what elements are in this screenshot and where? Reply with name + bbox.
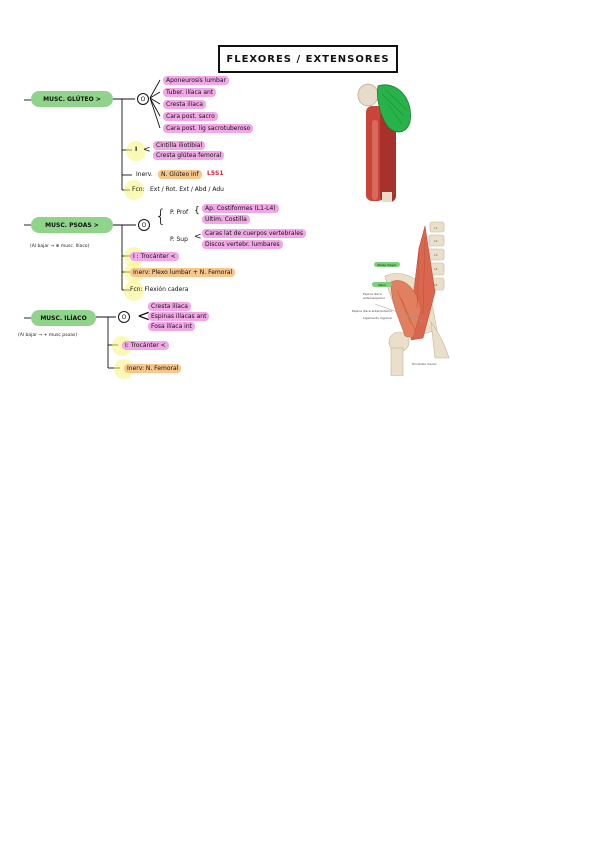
iliaco-innerv: Inerv: N. Femoral [124,364,182,373]
brace-icon: < [143,145,151,155]
highlight-badge [126,141,146,161]
psoas-note: (Al bajar → ⊕ musc. Ilíaco) [30,244,90,249]
gluteo-origin-4: Cara post. sacro [163,112,218,121]
brace-icon: { [194,206,200,216]
brace-icon: { [155,206,167,227]
gluteo-origin-1: Aponeurosis lumbar [163,76,229,85]
psoas-deep-item-1: Ap. Costiformes (L1-L4) [202,204,279,213]
gluteo-origin-2: Tuber. ilíaca ant [163,88,217,97]
svg-text:L2: L2 [434,239,438,243]
psoas-label: MUSC. PSOAS > [31,217,113,233]
iliaco-origin-2: Espinas ilíacas ant [148,312,210,321]
figure-label-iliaco: Ilíaco [372,282,392,287]
iliaco-insertion: I: Trocánter < [122,341,169,350]
iliaco-origin-3: Fosa ilíaca int [148,322,196,331]
gluteo-function-value: Ext / Rot. Ext / Abd / Adu [150,186,224,193]
gluteo-insertion-mark: I [135,146,138,153]
iliaco-origin-1: Cresta ilíaca [148,302,191,311]
svg-text:L3: L3 [434,253,438,257]
figure-label-spine1: Espina iliaca anterosuperior [363,292,386,300]
gluteus-anatomy-image [352,80,417,208]
brace-icon: < [194,232,202,242]
psoas-sup-label: P. Sup [170,236,188,243]
psoas-sup-item-2: Discos vertebr. lumbares [202,240,283,249]
figure-label-psoas: Psoas mayor [374,262,400,267]
gluteo-innerv-label: Inerv. [136,171,153,178]
psoas-sup-item-1: Caras lat de cuerpos vertebrales [202,229,307,238]
psoas-insertion: I : Trocánter < [130,252,179,261]
gluteo-innerv-value: N. Glúteo inf [158,170,202,179]
psoas-deep-label: P. Prof [170,209,189,216]
gluteo-origin-mark: O [137,93,149,105]
psoas-innerv: Inerv: Plexo lumbar + N. Femoral [130,268,236,277]
svg-text:L5: L5 [434,283,438,287]
highlight-badge [124,180,144,200]
psoas-function: Fcn: Flexión cadera [130,286,189,293]
iliaco-origin-mark: O [118,311,130,323]
brace-icon: < [137,306,151,325]
highlight-badge [124,281,144,301]
gluteo-innerv-note: L5S1 [207,170,224,177]
page-title: FLEXORES / EXTENSORES [218,45,398,73]
gluteo-origin-5: Cara post. lig sacrotuberoso [163,124,254,133]
gluteo-insertion-1: Cintilla iliotibial [153,141,206,150]
svg-text:L1: L1 [434,226,438,230]
psoas-origin-mark: O [138,219,150,231]
gluteo-function-label: Fcn: [132,186,145,193]
gluteo-origin-3: Cresta ilíaca [163,100,206,109]
figure-label-trochanter: Trocánter menor [412,362,437,366]
iliaco-note: (Al bajar → + musc psoas) [18,333,78,338]
svg-text:L4: L4 [434,267,438,271]
psoas-iliacus-anatomy-image: L1 L2 L3 L4 L5 [345,218,451,377]
iliaco-label: MUSC. ILÍACO [31,310,96,326]
gluteo-label: MUSC. GLÚTEO > [31,91,113,107]
figure-label-spine2: Espina iliaca anteroinferior [352,309,393,313]
figure-label-ligament: Ligamento inguinal [363,316,392,320]
gluteo-insertion-2: Cresta glútea femoral [153,151,225,160]
psoas-deep-item-2: Ultim. Costilla [202,215,250,224]
